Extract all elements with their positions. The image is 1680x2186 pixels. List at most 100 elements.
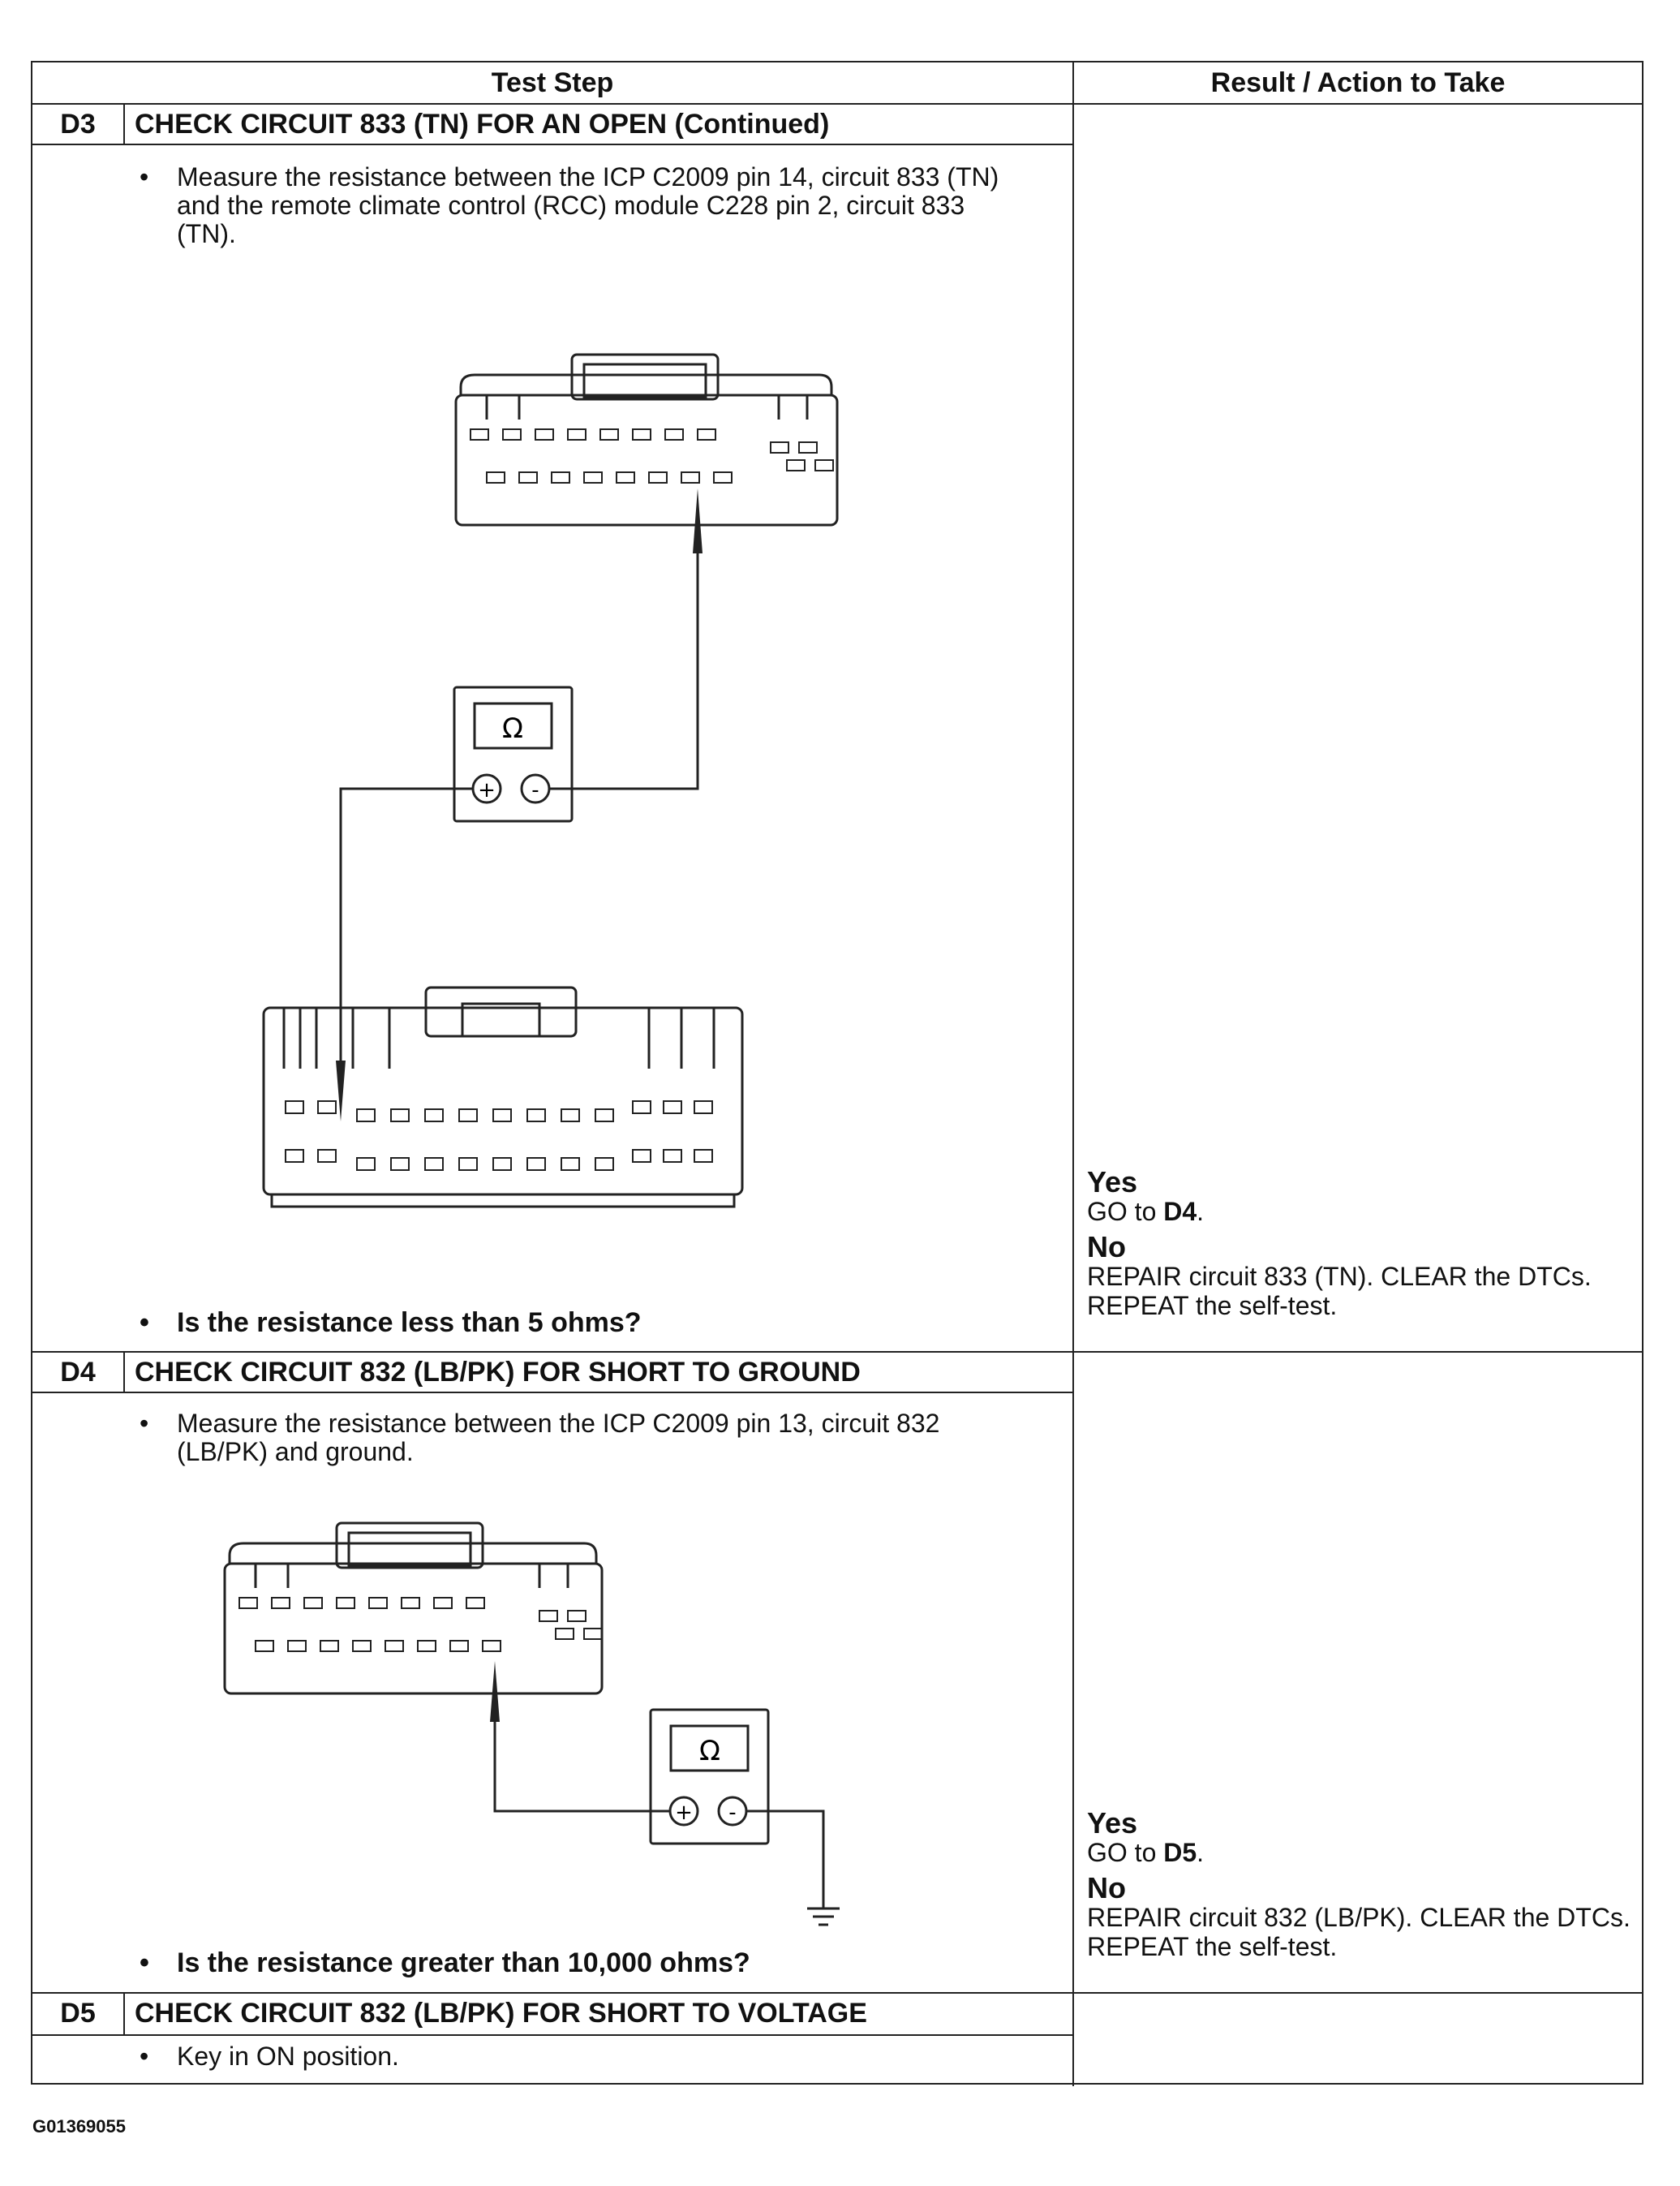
pin-cavity — [385, 1640, 404, 1652]
pin-cavity — [401, 1597, 420, 1609]
ohmmeter-body — [453, 686, 574, 823]
result-yes-label: Yes — [1087, 1165, 1138, 1198]
result-d3: Yes GO to D4. No REPAIR circuit 833 (TN)… — [1087, 1165, 1639, 1321]
pin-cavity — [526, 1108, 546, 1122]
icp-connector-latch — [335, 1521, 484, 1569]
question-d3: • Is the resistance less than 5 ohms? — [140, 1309, 642, 1337]
pin-cavity — [616, 471, 635, 484]
id-divider-d4 — [123, 1351, 125, 1392]
result-yes-text: GO to D5. — [1087, 1838, 1205, 1867]
rule-d4-title — [32, 1392, 1072, 1393]
pin-cavity — [697, 428, 716, 441]
question-d4: • Is the resistance greater than 10,000 … — [140, 1947, 750, 1978]
pin-cavity — [502, 428, 522, 441]
rule-d5-title — [32, 2034, 1072, 2036]
pin-cavity — [561, 1157, 580, 1171]
instruction-text: Measure the resistance between the ICP C… — [177, 1409, 940, 1466]
pin-cavity — [567, 1610, 586, 1622]
pin-cavity — [449, 1640, 469, 1652]
pin-cavity — [798, 441, 818, 454]
pin-cavity — [255, 1640, 274, 1652]
pin-cavity — [694, 1149, 713, 1163]
lead-to-rcc-pin2 — [339, 787, 473, 1061]
pin-cavity — [663, 1149, 682, 1163]
pin-cavity — [663, 1100, 682, 1114]
pin-cavity — [595, 1108, 614, 1122]
ohm-symbol: Ω — [699, 1735, 720, 1767]
bullet: • — [140, 2042, 149, 2071]
icp-connector-top-edge — [459, 373, 833, 395]
result-yes-label: Yes — [1087, 1806, 1138, 1840]
pin-cavity — [285, 1149, 304, 1163]
result-d4: Yes GO to D5. No REPAIR circuit 832 (LB/… — [1087, 1806, 1639, 1962]
pin-cavity — [595, 1157, 614, 1171]
rcc-latch-inner — [461, 1002, 541, 1038]
step-title-d4: CHECK CIRCUIT 832 (LB/PK) FOR SHORT TO G… — [135, 1357, 861, 1388]
pin-cavity — [424, 1108, 444, 1122]
header-result: Result / Action to Take — [1210, 67, 1506, 98]
pin-cavity — [424, 1157, 444, 1171]
pin-cavity — [317, 1149, 337, 1163]
question-text: Is the resistance greater than 10,000 oh… — [177, 1947, 750, 1978]
pin-cavity — [632, 1100, 651, 1114]
instruction-text: Key in ON position. — [177, 2042, 399, 2071]
bullet: • — [140, 162, 149, 191]
pin-cavity — [551, 471, 570, 484]
pin-cavity — [770, 441, 789, 454]
probe-tip-rcc — [336, 1061, 346, 1121]
pin-cavity — [648, 471, 668, 484]
figure-id: G01369055 — [32, 2116, 126, 2137]
column-divider — [1072, 62, 1074, 2086]
pin-cavity — [632, 428, 651, 441]
pin-cavity — [390, 1108, 410, 1122]
ohmmeter-body — [649, 1708, 770, 1845]
pin-cavity — [352, 1640, 372, 1652]
ohmmeter-display — [473, 702, 553, 750]
d3-wiring-diagram: Ω + - — [262, 353, 839, 1208]
ohm-symbol: Ω — [502, 712, 523, 745]
pin-cavity — [458, 1157, 478, 1171]
ground-symbol-icon — [807, 1907, 840, 1926]
pin-cavity — [356, 1157, 376, 1171]
id-divider-d5 — [123, 1992, 125, 2034]
pin-cavity — [486, 471, 505, 484]
pin-cavity — [599, 428, 619, 441]
pin-cavity — [583, 471, 603, 484]
rcc-connector-base — [270, 1194, 736, 1208]
plus-sign: + — [478, 778, 496, 803]
result-no-label: No — [1087, 1230, 1126, 1263]
step-id-d4: D4 — [60, 1357, 96, 1388]
pin-cavity — [583, 1628, 603, 1640]
icp-latch-inner — [582, 363, 707, 398]
pin-cavity — [317, 1100, 337, 1114]
pin-cavity — [664, 428, 684, 441]
pin-cavity — [285, 1100, 304, 1114]
minus-sign: - — [531, 778, 539, 803]
pin-cavity — [561, 1108, 580, 1122]
pin-cavity — [539, 1610, 558, 1622]
step-title-d5: CHECK CIRCUIT 832 (LB/PK) FOR SHORT TO V… — [135, 1998, 867, 2029]
pin-cavity — [466, 1597, 485, 1609]
rule-d5-top — [32, 1992, 1642, 1994]
icp-connector-body — [223, 1562, 604, 1695]
header-test-step: Test Step — [491, 67, 614, 98]
pin-cavity — [492, 1157, 512, 1171]
test-step-table: Test Step Result / Action to Take D3 CHE… — [31, 61, 1643, 2086]
rule-d4-top — [32, 1351, 1642, 1353]
instruction-d3: • Measure the resistance between the ICP… — [140, 163, 1020, 248]
pin-cavity — [786, 459, 806, 471]
pin-cavity — [303, 1597, 323, 1609]
bullet: • — [140, 1307, 149, 1338]
d4-wiring-diagram: Ω + - — [223, 1521, 840, 1926]
pin-cavity — [482, 1640, 501, 1652]
pin-cavity — [694, 1100, 713, 1114]
lead-to-icp-pin13 — [493, 1722, 670, 1813]
pin-cavity — [713, 471, 733, 484]
pin-cavity — [567, 428, 586, 441]
pin-cavity — [368, 1597, 388, 1609]
pin-cavity — [470, 428, 489, 441]
rcc-connector-body — [262, 1006, 744, 1196]
rule-d3-title — [32, 144, 1072, 145]
icp-connector-latch — [570, 353, 720, 401]
probe-tip-icp — [693, 488, 703, 553]
